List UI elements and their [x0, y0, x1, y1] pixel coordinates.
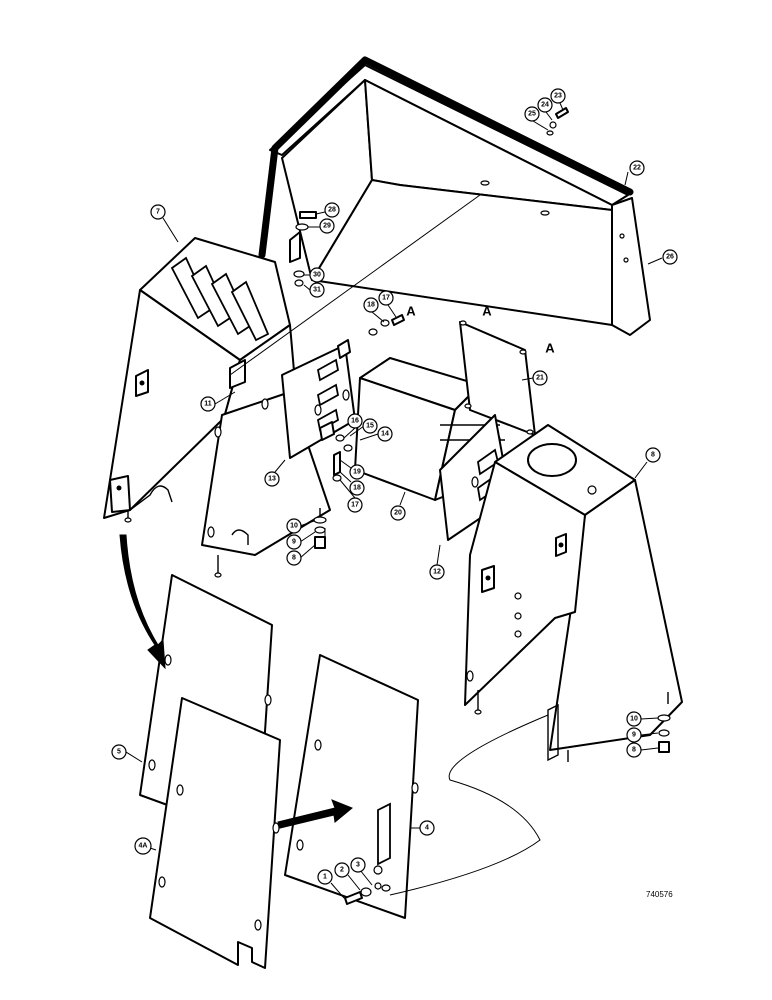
svg-text:26: 26 [666, 254, 674, 261]
svg-text:4: 4 [425, 825, 429, 832]
callout-10-left: 10 [286, 518, 315, 534]
svg-text:30: 30 [313, 272, 321, 279]
callout-8-right: 8 [626, 742, 659, 758]
callout-13: 13 [264, 459, 286, 487]
svg-text:21: 21 [536, 375, 544, 382]
svg-text:31: 31 [313, 287, 321, 294]
callout-30: 30 [304, 267, 325, 283]
mounting-bracket-13 [281, 339, 356, 459]
callout-7: 7 [150, 204, 179, 243]
right-pedestal [464, 424, 683, 762]
svg-text:13: 13 [268, 476, 276, 483]
svg-text:10: 10 [290, 523, 298, 530]
svg-text:22: 22 [633, 165, 641, 172]
callout-15: 15 [349, 418, 378, 437]
svg-text:16: 16 [351, 418, 359, 425]
callout-3: 3 [350, 857, 373, 886]
svg-text:3: 3 [356, 862, 360, 869]
svg-text:11: 11 [204, 401, 212, 408]
svg-text:8: 8 [292, 555, 296, 562]
svg-text:9: 9 [292, 539, 296, 546]
assembly-arrow-left [119, 534, 166, 670]
callout-4: 4 [410, 820, 435, 836]
svg-text:10: 10 [630, 716, 638, 723]
callout-23: 23 [550, 88, 566, 111]
svg-text:18: 18 [353, 485, 361, 492]
side-panel-4a [149, 697, 281, 969]
svg-text:9: 9 [632, 732, 636, 739]
callout-9-right: 9 [626, 727, 659, 743]
edge-seal-strip [258, 56, 634, 259]
callout-10-right: 10 [626, 711, 659, 727]
svg-text:23: 23 [554, 93, 562, 100]
view-marker-a-3: A [545, 341, 555, 356]
callout-24: 24 [537, 97, 553, 121]
top-cover-hardware [289, 107, 569, 287]
svg-text:14: 14 [381, 431, 389, 438]
svg-text:17: 17 [382, 295, 390, 302]
callout-17-lower: 17 [339, 479, 363, 513]
view-marker-a-2: A [482, 304, 492, 319]
alignment-line-2 [389, 714, 549, 896]
svg-text:28: 28 [328, 207, 336, 214]
callout-8-upper: 8 [634, 447, 661, 479]
callout-9-left: 9 [286, 531, 316, 550]
svg-text:8: 8 [651, 452, 655, 459]
alignment-line-1 [229, 194, 481, 376]
svg-text:1: 1 [323, 874, 327, 881]
callout-18-upper: 18 [363, 297, 385, 323]
svg-text:12: 12 [433, 569, 441, 576]
svg-text:20: 20 [394, 510, 402, 517]
svg-text:24: 24 [541, 102, 549, 109]
callout-18-lower: 18 [339, 471, 365, 496]
svg-text:5: 5 [117, 749, 121, 756]
callout-17-upper: 17 [378, 290, 397, 318]
svg-text:29: 29 [323, 223, 331, 230]
callout-2: 2 [334, 862, 361, 891]
svg-text:19: 19 [353, 469, 361, 476]
callout-31: 31 [303, 282, 325, 298]
svg-text:18: 18 [367, 302, 375, 309]
callout-28: 28 [315, 202, 340, 218]
callout-4a: 4A [134, 837, 157, 855]
drawing-number: 740576 [646, 890, 673, 899]
callout-22: 22 [624, 160, 645, 186]
svg-text:17: 17 [351, 502, 359, 509]
callout-20: 20 [390, 491, 406, 521]
svg-text:2: 2 [340, 867, 344, 874]
svg-text:15: 15 [366, 423, 374, 430]
callout-21: 21 [521, 370, 548, 386]
access-panel-4 [284, 654, 419, 919]
svg-text:8: 8 [632, 747, 636, 754]
callout-1: 1 [317, 869, 345, 899]
callout-16: 16 [343, 413, 363, 439]
callout-19: 19 [339, 459, 365, 480]
callout-8-left: 8 [286, 544, 316, 566]
callout-29: 29 [308, 218, 335, 234]
assembly-arrow-center [277, 799, 353, 829]
callout-25: 25 [524, 106, 549, 131]
callout-14: 14 [359, 426, 393, 442]
callout-26: 26 [647, 249, 678, 265]
callout-11: 11 [200, 391, 236, 412]
view-marker-a-1: A [406, 304, 416, 319]
svg-text:25: 25 [528, 111, 536, 118]
svg-text:4A: 4A [139, 843, 148, 850]
callout-12: 12 [429, 544, 445, 580]
callout-5: 5 [111, 744, 143, 763]
svg-text:7: 7 [156, 209, 160, 216]
